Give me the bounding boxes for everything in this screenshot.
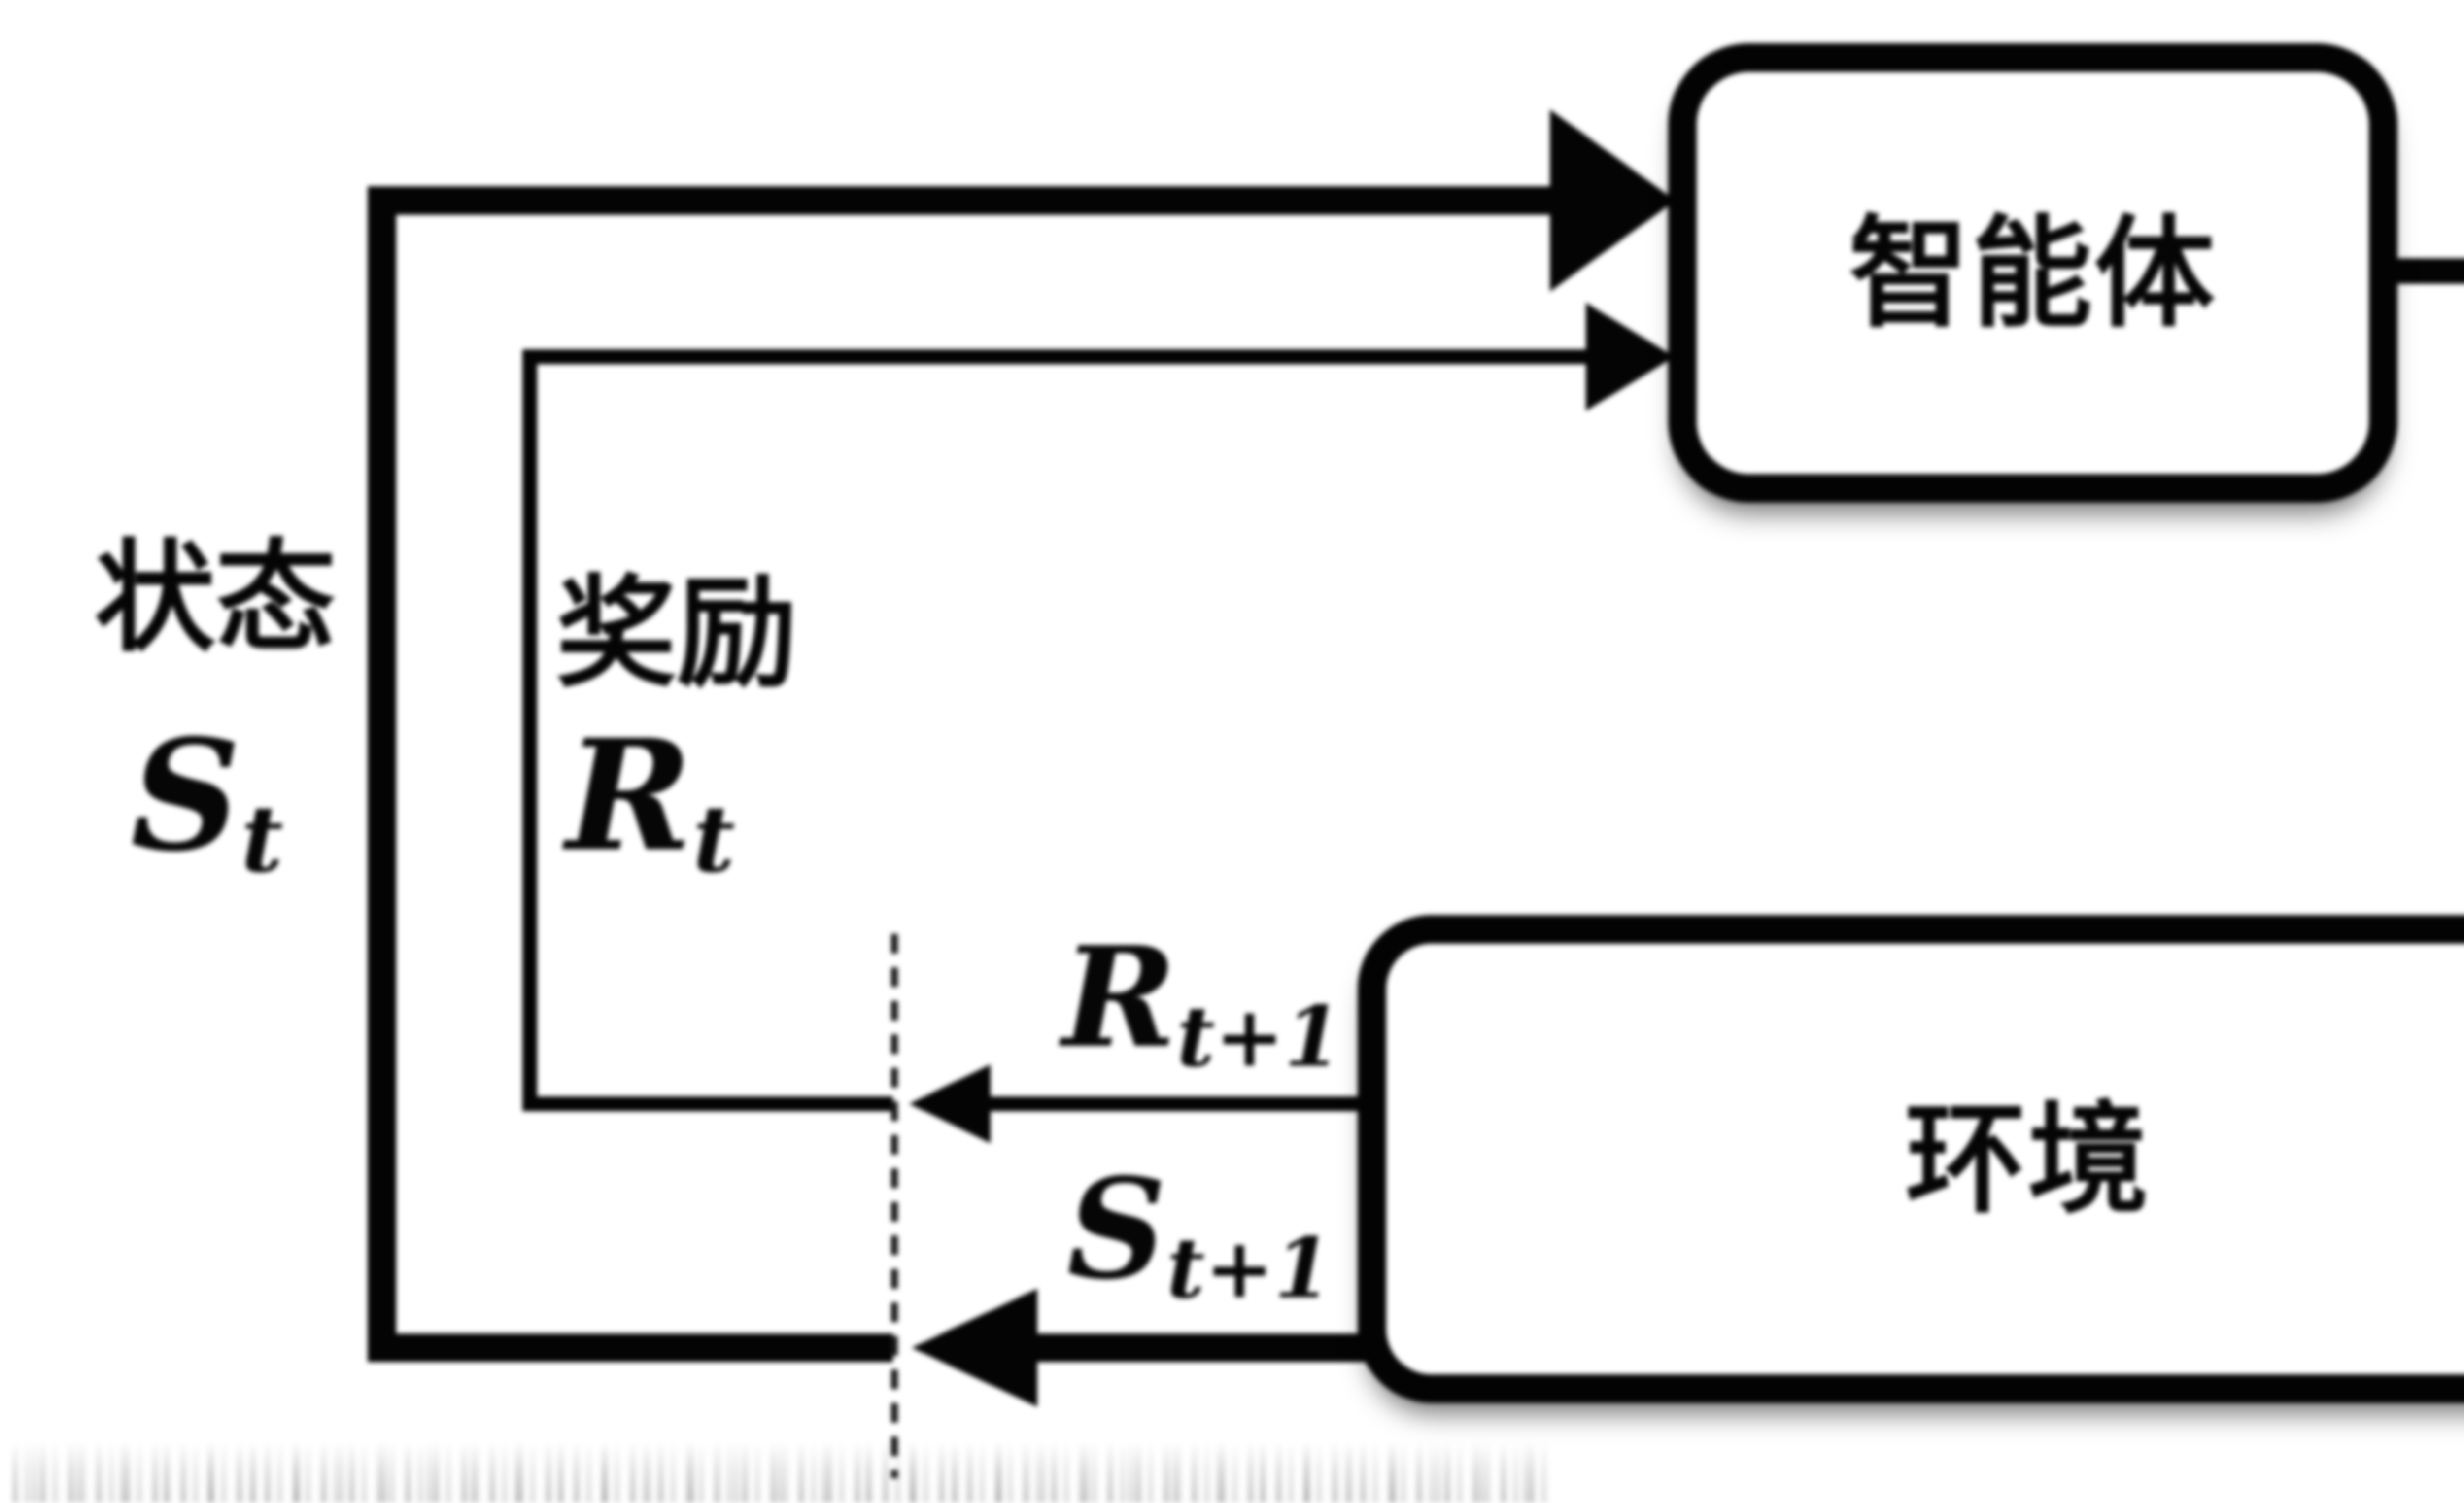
next-reward-base: R [1062, 917, 1177, 1079]
next-state-arrowhead [912, 1289, 1037, 1407]
reward-label: 奖励 [556, 562, 797, 704]
reward-symbol-subscript: t [692, 785, 735, 893]
environment-box: 环境 [1358, 915, 2464, 1403]
reward-symbol: Rt [566, 719, 735, 885]
state-line-left-vertical [368, 186, 396, 1362]
next-state-base: S [1067, 1148, 1167, 1310]
next-reward-subscript: t+1 [1176, 988, 1342, 1086]
next-state-line-left-of-dash [368, 1333, 893, 1362]
action-line-top-horizontal [2395, 258, 2464, 284]
next-reward-arrowhead [909, 1064, 991, 1143]
environment-box-label: 环境 [1905, 1088, 2151, 1230]
reward-arrowhead-into-agent [1586, 303, 1675, 411]
next-state-line-from-environment [1035, 1333, 1380, 1362]
agent-box-label: 智能体 [1848, 202, 2217, 344]
state-symbol: St [131, 719, 283, 885]
state-symbol-subscript: t [240, 785, 283, 893]
reward-line-left-vertical [522, 349, 537, 1111]
cutoff-caption-artifact [12, 1441, 1555, 1503]
reward-line-top-horizontal [522, 349, 1592, 364]
agent-box: 智能体 [1668, 43, 2397, 503]
next-reward-line-left-of-dash [522, 1096, 893, 1111]
timestep-boundary-dashed-line [891, 934, 898, 1478]
state-symbol-base: S [131, 706, 241, 886]
next-reward-line-from-environment [988, 1096, 1375, 1111]
reward-symbol-base: R [566, 706, 693, 886]
state-arrowhead-into-agent [1550, 109, 1676, 292]
state-line-top-horizontal [368, 186, 1560, 215]
next-reward-symbol: Rt+1 [1062, 929, 1342, 1078]
next-state-symbol: St+1 [1067, 1161, 1332, 1310]
next-state-subscript: t+1 [1166, 1219, 1332, 1317]
state-label: 状态 [95, 526, 336, 668]
